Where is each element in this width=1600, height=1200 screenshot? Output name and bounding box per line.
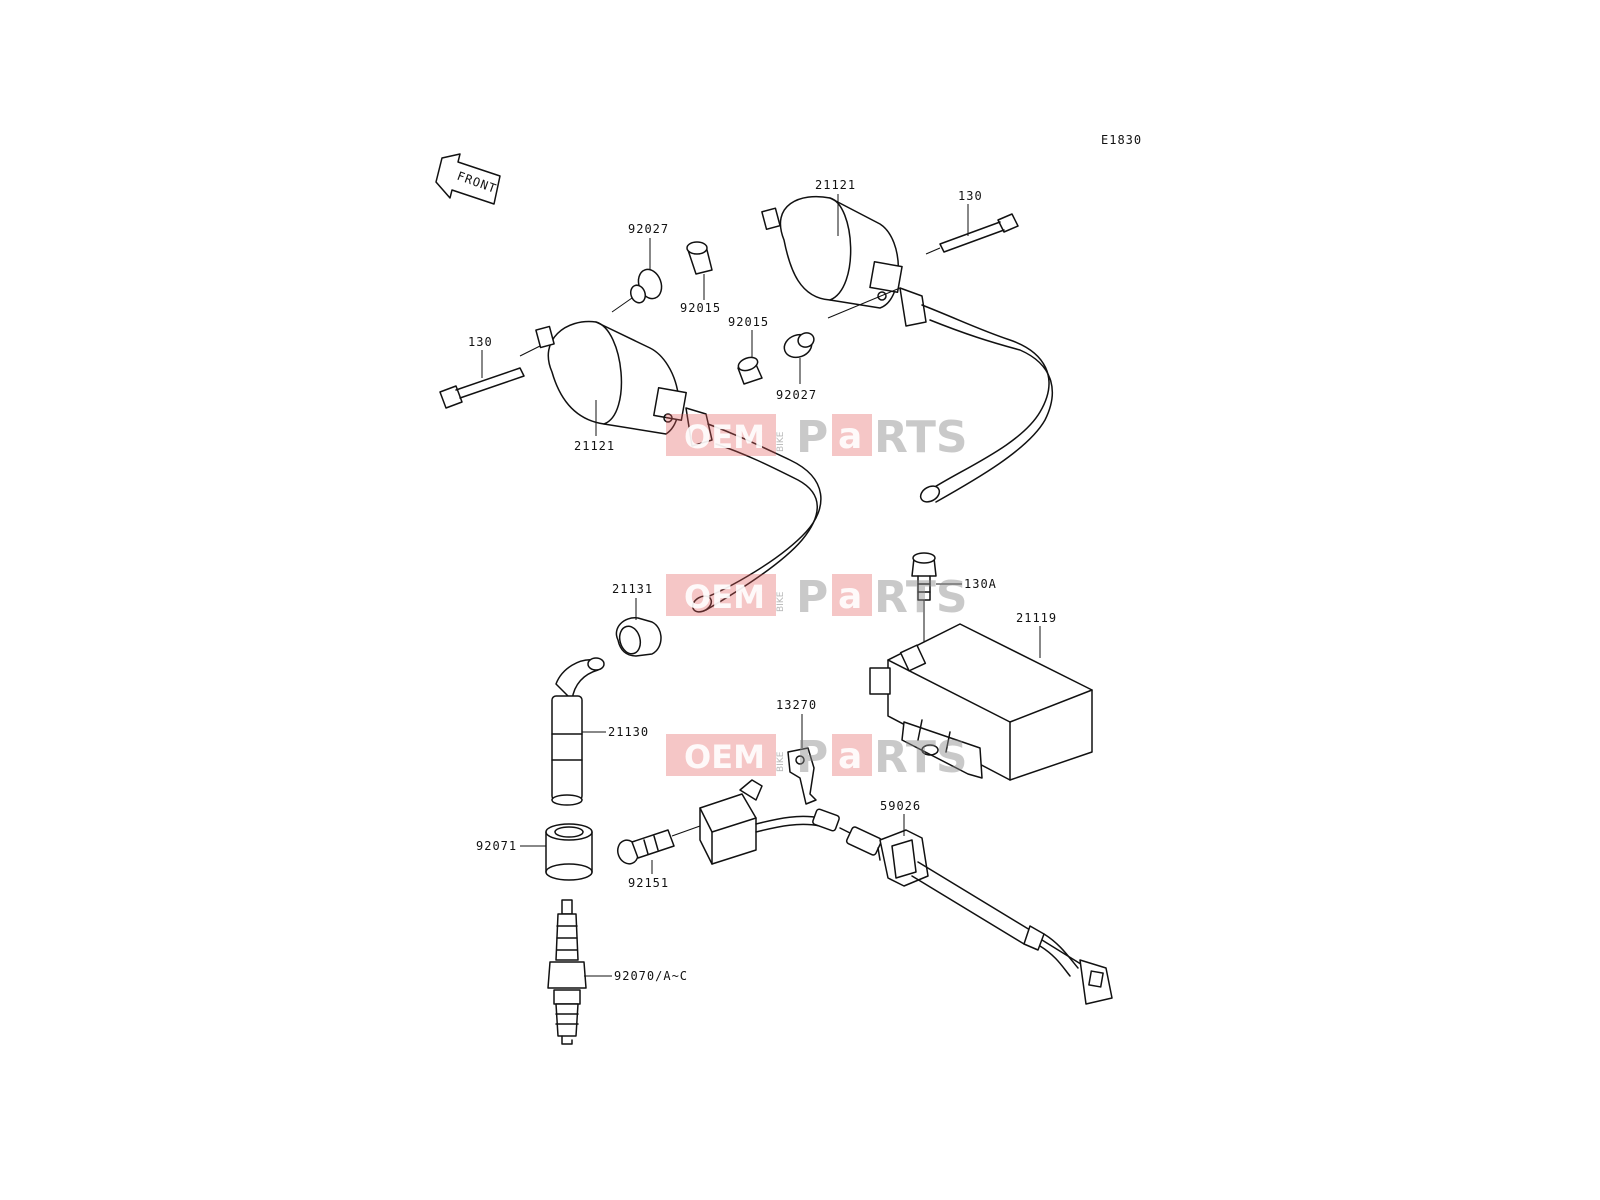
bolt-left[interactable] xyxy=(439,367,525,409)
label-spark-plug: 92070/A~C xyxy=(614,969,688,983)
boot[interactable] xyxy=(545,823,593,881)
label-igniter: 21119 xyxy=(1016,611,1057,625)
label-bolt-unit: 130A xyxy=(964,577,997,591)
igniter-unit[interactable] xyxy=(869,623,1093,781)
ignition-coil-left[interactable] xyxy=(519,320,822,616)
label-collar-top-left: 92027 xyxy=(628,222,669,236)
label-collar-mid: 92027 xyxy=(776,388,817,402)
collar-mid[interactable] xyxy=(781,331,816,361)
label-clamp: 59026 xyxy=(880,799,921,813)
watermark-p-text: P xyxy=(796,732,828,783)
collar-top-left[interactable] xyxy=(611,266,665,313)
label-bush-top: 92015 xyxy=(680,301,721,315)
watermark-oem-text: OEM xyxy=(684,738,765,776)
label-bolt-left: 130 xyxy=(468,335,493,349)
bracket[interactable] xyxy=(787,747,817,805)
label-bolt-right: 130 xyxy=(958,189,983,203)
screw[interactable] xyxy=(614,825,701,867)
watermark-a-text: a xyxy=(838,416,862,457)
watermark-p-text: P xyxy=(796,572,828,623)
spark-plug[interactable] xyxy=(547,899,587,1045)
watermark-bike-text: BIKE xyxy=(776,751,786,772)
clamp[interactable] xyxy=(879,829,929,887)
plug-cap[interactable] xyxy=(551,657,605,806)
label-plug-cap: 21130 xyxy=(608,725,649,739)
cap-seal[interactable] xyxy=(615,617,662,657)
watermark-middle: OEM BIKE P a RTS xyxy=(666,572,968,623)
watermark-bike-text: BIKE xyxy=(776,591,786,612)
watermark-oem-text: OEM xyxy=(684,578,765,616)
watermark-p-text: P xyxy=(796,412,828,463)
bolt-unit[interactable] xyxy=(911,552,937,728)
label-cap-seal: 21131 xyxy=(612,582,653,596)
label-screw: 92151 xyxy=(628,876,669,890)
label-bracket: 13270 xyxy=(776,698,817,712)
bolt-right[interactable] xyxy=(925,213,1019,255)
watermark-a-text: a xyxy=(838,736,862,777)
watermark-a-text: a xyxy=(838,576,862,617)
watermark-bottom: OEM BIKE P a RTS xyxy=(666,732,968,783)
watermark-bike-text: BIKE xyxy=(776,431,786,452)
bush-mid[interactable] xyxy=(737,355,763,385)
label-boot: 92071 xyxy=(476,839,517,853)
watermark-oem-text: OEM xyxy=(684,418,765,456)
watermark-rts-text: RTS xyxy=(874,412,968,463)
label-coil-right: 21121 xyxy=(815,178,856,192)
pickup-coil[interactable] xyxy=(699,779,883,865)
watermark-rts-text: RTS xyxy=(874,732,968,783)
watermark-rts-text: RTS xyxy=(874,572,968,623)
wiring-harness xyxy=(911,861,1113,1005)
front-arrow-icon: FRONT xyxy=(435,153,501,205)
label-bush-mid: 92015 xyxy=(728,315,769,329)
watermark-top: OEM BIKE P a RTS xyxy=(666,412,968,463)
ignition-coil-right[interactable] xyxy=(761,195,1054,505)
bush-top[interactable] xyxy=(686,241,713,275)
diagram-code: E1830 xyxy=(1101,133,1142,147)
label-coil-left: 21121 xyxy=(574,439,615,453)
